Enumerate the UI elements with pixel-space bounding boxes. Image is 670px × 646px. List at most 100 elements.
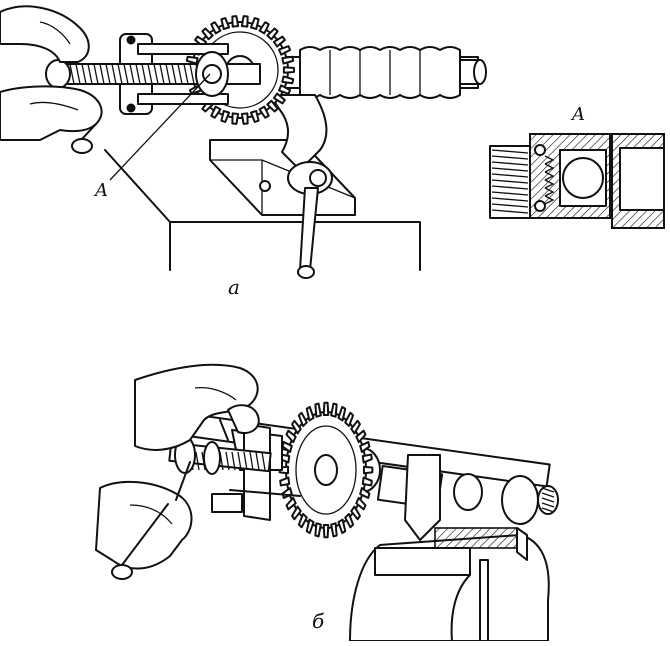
gear-tooth (281, 75, 295, 85)
gear-tooth (185, 55, 199, 65)
screw-thread (147, 63, 153, 85)
screw-thread (87, 63, 93, 85)
detail-thread (491, 161, 529, 166)
gear-tooth (281, 441, 293, 453)
shaft-end-hatch (541, 492, 555, 498)
screw-thread (177, 63, 183, 85)
screw-thread (123, 63, 129, 85)
detail-spring (544, 155, 555, 165)
screw-thread (159, 63, 165, 85)
gear-tooth (361, 476, 373, 487)
gear-tooth (249, 17, 260, 31)
gear-tooth (350, 419, 361, 435)
screw-thread (129, 63, 135, 85)
gear-tooth (210, 105, 222, 119)
screw-thread (99, 63, 105, 85)
screw-thread (225, 451, 230, 471)
shaft-end-hatch (541, 507, 555, 513)
gear-tooth (355, 496, 367, 511)
detail-thread (491, 167, 529, 172)
screw-thread (135, 63, 141, 85)
gear-tooth (266, 99, 279, 113)
gear-tooth (272, 92, 286, 105)
gear-tooth (355, 429, 367, 444)
screw-thread (75, 63, 81, 85)
camshaft-a (281, 46, 487, 99)
shaft-end-hatch (541, 502, 555, 508)
gear-tooth (249, 109, 260, 123)
shaft-end-hatch (541, 497, 555, 503)
gear-tooth (330, 522, 338, 538)
detail-thread (491, 179, 529, 184)
gear-tooth (314, 402, 322, 418)
gear-tooth (297, 411, 308, 428)
hand-icon-b (95, 363, 260, 580)
screw-thread (141, 63, 147, 85)
gear-tooth (281, 55, 295, 65)
detail-spring (544, 187, 555, 197)
gear-tooth (322, 524, 330, 539)
gear-tooth (291, 419, 302, 435)
gear-tooth (305, 518, 315, 535)
gear-tooth (258, 21, 270, 35)
detail-spring (544, 163, 555, 173)
gear-tooth (277, 45, 292, 56)
gear-tooth (220, 109, 231, 123)
screw-thread (189, 63, 195, 85)
screw-thread (237, 451, 242, 471)
gear-tooth (277, 84, 292, 95)
screw-thread (105, 63, 111, 85)
puller-a (45, 33, 261, 181)
vise-a (209, 94, 356, 279)
screw-thread (81, 63, 87, 85)
detail-view-a: A (489, 104, 665, 229)
gear-tooth (258, 105, 270, 119)
gear-tooth (344, 411, 355, 428)
gear-tooth (291, 505, 302, 521)
gear-tooth (361, 453, 373, 464)
gear-tooth (272, 35, 286, 48)
view-b: б (95, 363, 559, 642)
gear-tooth (359, 487, 371, 499)
gear-tooth (279, 476, 291, 487)
gear-tooth (359, 441, 371, 453)
detail-thread (491, 203, 529, 208)
callout-a-upper: A (93, 180, 108, 201)
gear-tooth (220, 17, 231, 31)
detail-thread (491, 155, 529, 160)
screw-thread (231, 451, 236, 471)
detail-thread (491, 185, 529, 190)
gear-tooth (314, 522, 322, 538)
screw-thread (243, 451, 248, 471)
caption-a: a (228, 275, 240, 299)
screw-thread (195, 451, 200, 471)
gear-tooth (282, 66, 295, 74)
gear-tooth (201, 27, 214, 41)
detail-thread (491, 173, 529, 178)
gear-tooth (305, 405, 315, 422)
screw-thread (153, 63, 159, 85)
gear-tooth (350, 505, 361, 521)
gear-tooth (330, 402, 338, 418)
gear-tooth (337, 518, 347, 535)
shaft-end-hatch (541, 487, 555, 493)
gear-tooth (266, 27, 279, 41)
gear-tooth (231, 15, 240, 28)
detail-thread (491, 149, 529, 154)
gear-tooth (240, 15, 249, 28)
detail-spring (544, 195, 555, 205)
detail-view-title: A (570, 104, 585, 125)
detail-spring (544, 179, 555, 189)
screw-thread (69, 63, 75, 85)
screw-thread (255, 451, 260, 471)
gear-tooth (322, 401, 330, 416)
screw-thread (249, 451, 254, 471)
screw-thread (261, 451, 266, 471)
gear-tooth (337, 405, 347, 422)
gear-tooth (285, 429, 297, 444)
gear-tooth (231, 112, 240, 125)
screw-thread (183, 63, 189, 85)
gear-tooth (344, 512, 355, 529)
screw-thread (93, 63, 99, 85)
hand-icon (0, 5, 103, 154)
